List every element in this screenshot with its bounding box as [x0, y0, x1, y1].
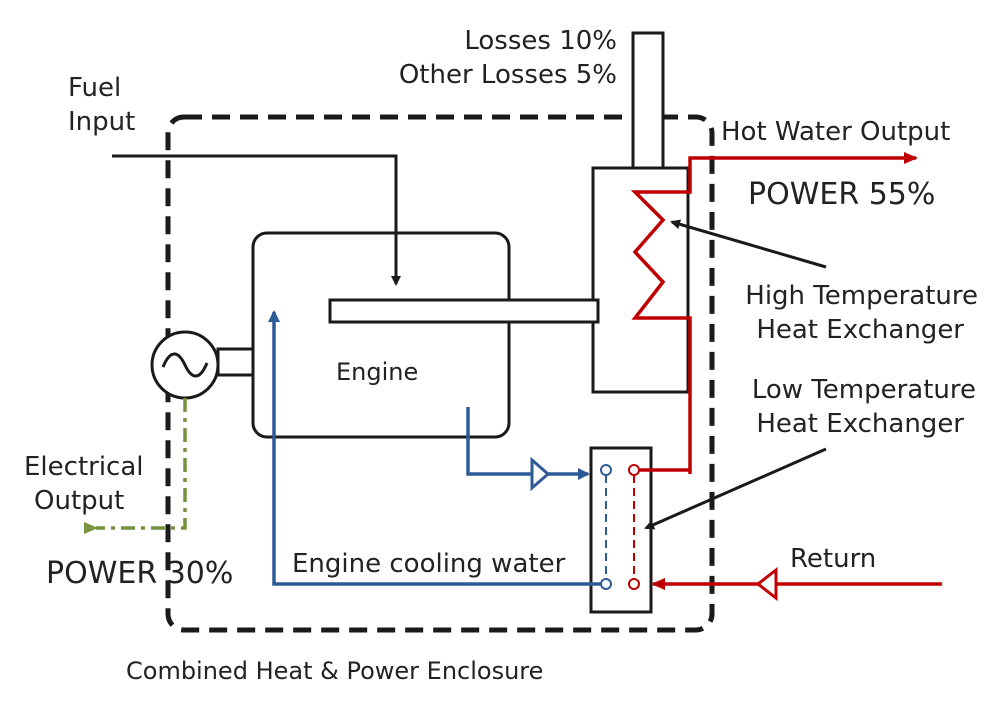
exhaust-pipe [328, 298, 600, 324]
cooling-water-return-line [268, 310, 600, 586]
cooling-valve-icon [530, 456, 551, 492]
losses-10-label: Losses 10% [464, 26, 617, 56]
hot-water-output-label: Hot Water Output [721, 117, 950, 147]
engine-label: Engine [336, 358, 418, 386]
high-temp-coil [630, 152, 918, 474]
lt-exchanger-label-2: Heat Exchanger [756, 409, 964, 439]
fuel-label: Fuel [68, 73, 121, 103]
return-label: Return [790, 544, 876, 574]
enclosure-label: Combined Heat & Power Enclosure [126, 657, 543, 685]
electrical-label: Electrical [24, 452, 144, 482]
low-temp-exchanger [589, 446, 653, 614]
lt-blue-bottom-port [600, 578, 612, 590]
input-label: Input [68, 107, 135, 137]
lt-blue-top-port [600, 464, 612, 476]
fuel-input-line [112, 154, 401, 286]
lt-exchanger-label-1: Low Temperature [752, 375, 976, 405]
engine-cooling-water-label: Engine cooling water [292, 549, 566, 579]
ht-exchanger-label-2: Heat Exchanger [756, 315, 964, 345]
ht-pointer-line [670, 219, 827, 269]
ht-exchanger-label-1: High Temperature [745, 281, 978, 311]
lt-red-bottom-port [628, 578, 640, 590]
sine-wave-icon [161, 352, 209, 378]
generator-shaft [216, 347, 255, 377]
power-55-label: POWER 55% [748, 177, 935, 212]
electrical-output-line [84, 398, 187, 534]
lt-red-top-port [628, 464, 640, 476]
lt-pointer-line [644, 447, 827, 530]
exhaust-housing [591, 166, 690, 394]
power-30-label: POWER 30% [46, 556, 233, 591]
exhaust-stack [631, 31, 665, 170]
output-label: Output [34, 486, 124, 516]
other-losses-label: Other Losses 5% [399, 60, 617, 90]
engine-block [251, 231, 511, 439]
return-valve-icon [755, 566, 778, 602]
